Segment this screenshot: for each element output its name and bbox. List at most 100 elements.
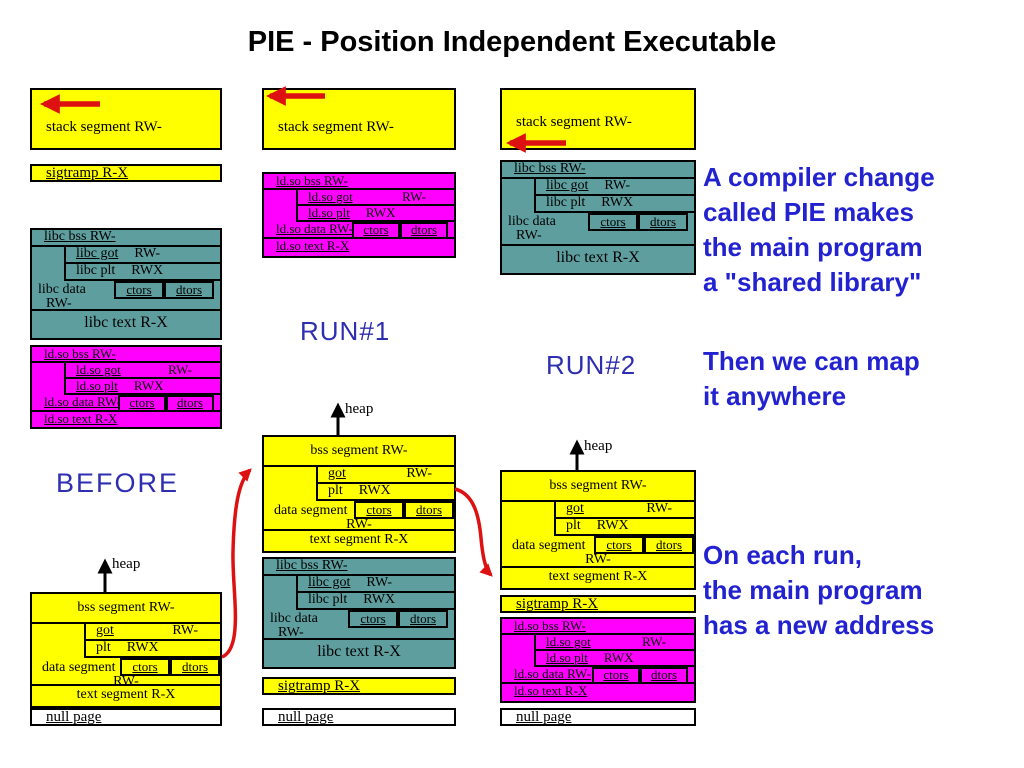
run1-null-page-box: null page [262, 708, 456, 726]
null-page-label: null page [516, 709, 572, 725]
note-compiler-change: A compiler change called PIE makes the m… [703, 160, 935, 300]
text-segment-row: text segment R-X [32, 684, 220, 706]
note-map-anywhere: Then we can map it anywhere [703, 344, 920, 414]
ctors-box: ctors [588, 213, 638, 231]
libc-bss-row: libc bss RW- [32, 230, 220, 247]
run2-stack-segment-box: stack segment RW- [500, 88, 696, 150]
note-line: a "shared library" [703, 267, 922, 297]
ldso-data-row: ld.so data RW- ctors dtors [32, 395, 220, 412]
sigtramp-label: sigtramp R-X [46, 165, 129, 181]
libc-data-row: libc data RW- ctors dtors [264, 610, 454, 640]
ctors-box: ctors [118, 395, 166, 412]
ctors-box: ctors [592, 667, 640, 684]
run2-sigtramp-box: sigtramp R-X [500, 595, 696, 613]
ldso-bss-row: ld.so bss RW- [502, 619, 694, 635]
run2-null-page-box: null page [500, 708, 696, 726]
run2-label: RUN#2 [546, 350, 637, 380]
dtors-box: dtors [640, 667, 688, 684]
stack-segment-label: stack segment RW- [46, 119, 162, 135]
run1-label: RUN#1 [300, 316, 391, 346]
note-line: the main program [703, 575, 923, 605]
libc-bss-row: libc bss RW- [264, 559, 454, 576]
ldso-data-row: ld.so data RW- ctors dtors [502, 667, 694, 684]
before-stack-segment-box: stack segment RW- [30, 88, 222, 150]
note-line: called PIE makes [703, 197, 915, 227]
ctors-box: ctors [594, 536, 644, 554]
note-new-address: On each run, the main program has a new … [703, 538, 934, 643]
dtors-box: dtors [400, 222, 448, 239]
data-segment-row: data segment RW- ctors dtors [502, 536, 694, 567]
bss-segment-row: bss segment RW- [32, 594, 220, 624]
heap-label: heap [112, 556, 141, 572]
ctors-dtors-boxes: ctors dtors [592, 667, 688, 684]
ldso-text-row: ld.so text R-X [44, 411, 118, 426]
ldso-data-row: ld.so data RW- ctors dtors [264, 222, 454, 239]
ctors-box: ctors [354, 501, 404, 519]
dtors-box: dtors [644, 536, 694, 554]
libc-data-row: libc data RW- ctors dtors [32, 281, 220, 311]
libc-data-row: libc data RW- ctors dtors [502, 213, 694, 244]
stack-segment-label: stack segment RW- [278, 119, 394, 135]
bss-segment-row: bss segment RW- [502, 472, 694, 502]
dtors-box: dtors [170, 658, 220, 676]
ldso-text-row: ld.so text R-X [276, 238, 350, 253]
dtors-box: dtors [404, 501, 454, 519]
mapping-arrow-run1-to-run2 [454, 487, 493, 577]
ctors-dtors-boxes: ctors dtors [594, 536, 694, 554]
data-segment-row: data segment RW- ctors dtors [264, 501, 454, 532]
libc-bss-row: libc bss RW- [502, 162, 694, 179]
ctors-box: ctors [120, 658, 170, 676]
note-line: Then we can map [703, 346, 920, 376]
null-page-label: null page [278, 709, 334, 725]
dtors-box: dtors [164, 281, 214, 299]
ctors-box: ctors [352, 222, 400, 239]
bss-segment-row: bss segment RW- [264, 437, 454, 467]
ctors-dtors-boxes: ctors dtors [348, 610, 448, 628]
data-segment-row: data segment RW- ctors dtors [32, 658, 220, 689]
ctors-dtors-boxes: ctors dtors [114, 281, 214, 299]
note-line: has a new address [703, 610, 935, 640]
libc-text-row: libc text R-X [502, 244, 694, 273]
dtors-box: dtors [398, 610, 448, 628]
heap-label: heap [345, 401, 374, 417]
libc-text-row: libc text R-X [264, 638, 454, 667]
dtors-box: dtors [638, 213, 688, 231]
ctors-dtors-boxes: ctors dtors [120, 658, 220, 676]
mapping-arrow-before-to-run1 [221, 468, 252, 659]
ctors-dtors-boxes: ctors dtors [354, 501, 454, 519]
libc-text-row: libc text R-X [32, 309, 220, 338]
null-page-label: null page [46, 709, 102, 725]
ldso-bss-row: ld.so bss RW- [264, 174, 454, 190]
sigtramp-label: sigtramp R-X [278, 678, 361, 694]
before-label: BEFORE [56, 468, 180, 498]
dtors-box: dtors [166, 395, 214, 412]
